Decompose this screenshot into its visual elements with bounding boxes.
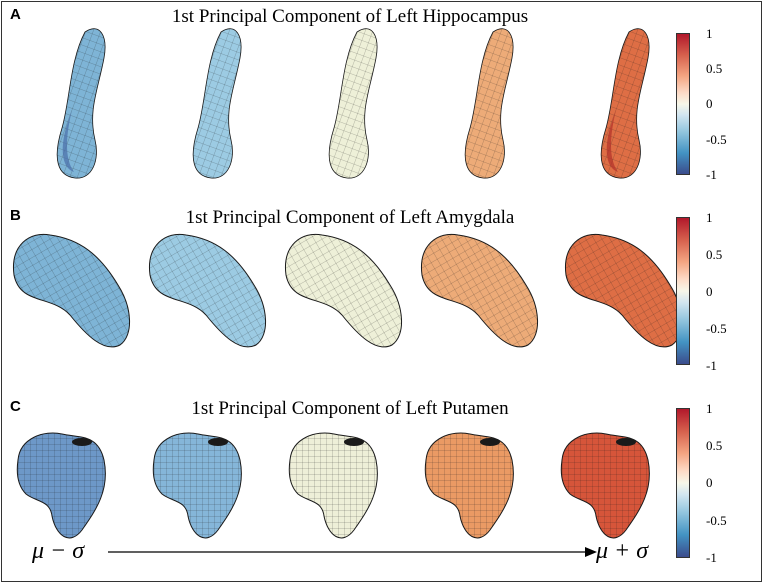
putamen-shape-5 [560, 432, 650, 539]
panel-label: B [10, 207, 21, 224]
colorbar-tick: 0 [706, 284, 713, 299]
colorbar-tick: 1 [706, 401, 713, 416]
amygdala-shape-5 [565, 233, 683, 348]
colorbar-tick: 0.5 [706, 438, 723, 453]
panel-title: 1st Principal Component of Left Amygdala [185, 207, 515, 228]
hippocampus-shape-1 [56, 28, 106, 179]
colorbar-a [676, 33, 690, 175]
panel-c: C 1st Principal Component of Left Putame… [0, 390, 765, 585]
colorbar-tick: -1 [706, 167, 717, 182]
hippocampus-shapes [56, 28, 650, 179]
colorbar-tick: 1 [706, 210, 713, 225]
mu-minus-sigma-label: μ − σ [32, 538, 85, 564]
panel-label: A [10, 6, 21, 23]
panel-b: B 1st Principal Component of Left Amygda… [0, 195, 765, 390]
hippocampus-shape-4 [464, 28, 514, 179]
amygdala-shapes [13, 233, 683, 348]
hippocampus-shape-2 [192, 28, 242, 179]
colorbar-tick: -1 [706, 358, 717, 373]
amygdala-shape-2 [149, 233, 267, 348]
colorbar-b [676, 217, 690, 365]
hippocampus-shape-5 [600, 28, 650, 179]
colorbar-tick: 0 [706, 96, 713, 111]
putamen-shape-4 [424, 432, 514, 539]
colorbar-tick: 0.5 [706, 61, 723, 76]
putamen-shape-1 [16, 432, 106, 539]
panel-title: 1st Principal Component of Left Putamen [191, 398, 509, 419]
amygdala-shape-4 [421, 233, 539, 348]
putamen-shapes [16, 432, 650, 557]
colorbar-tick: -0.5 [706, 513, 727, 528]
amygdala-shape-1 [13, 233, 131, 348]
panel-a: A 1st Principal Component of Left Hippoc… [0, 0, 765, 195]
putamen-shape-3 [288, 432, 378, 539]
colorbar-tick: 0.5 [706, 247, 723, 262]
progression-arrowhead [585, 547, 597, 557]
amygdala-shape-3 [285, 233, 403, 348]
colorbar-tick: -0.5 [706, 132, 727, 147]
colorbar-c [676, 408, 690, 558]
panel-title: 1st Principal Component of Left Hippocam… [171, 6, 529, 27]
mu-plus-sigma-label: μ + σ [596, 538, 649, 564]
colorbar-tick: 0 [706, 475, 713, 490]
putamen-shape-2 [152, 432, 242, 539]
hippocampus-shape-3 [328, 28, 378, 179]
panel-label: C [10, 398, 21, 415]
colorbar-tick: -1 [706, 550, 717, 565]
colorbar-tick: -0.5 [706, 321, 727, 336]
colorbar-tick: 1 [706, 26, 713, 41]
